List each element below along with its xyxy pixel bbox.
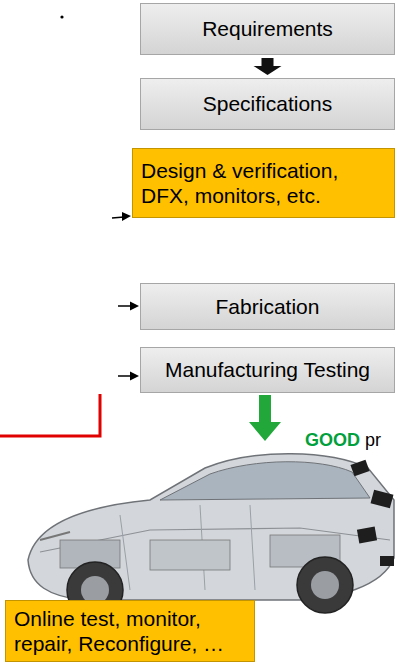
box-text: Fabrication xyxy=(141,294,394,319)
box-text: Specifications xyxy=(141,91,394,116)
box-text: Design & verification, DFX, monitors, et… xyxy=(141,158,386,208)
good-arrow xyxy=(249,395,281,441)
feedback-line xyxy=(0,394,100,436)
box-text: Requirements xyxy=(141,16,394,41)
label-group: GOODpr xyxy=(305,430,381,451)
status-label: GOOD xyxy=(305,430,360,451)
process-box: Requirements xyxy=(140,3,395,55)
status-label: pr xyxy=(365,430,381,451)
highlight-box: Design & verification, DFX, monitors, et… xyxy=(132,148,395,218)
flow-arrow xyxy=(254,58,282,75)
process-box: Fabrication xyxy=(140,283,395,330)
bullet-dot xyxy=(60,15,63,18)
process-box: Manufacturing Testing xyxy=(140,347,395,393)
incoming-arrows xyxy=(112,212,139,381)
highlight-box: Online test, monitor, repair, Reconfigur… xyxy=(5,600,255,662)
box-text: Manufacturing Testing xyxy=(141,357,394,382)
chip-icons xyxy=(350,460,394,566)
box-text: Online test, monitor, repair, Reconfigur… xyxy=(14,606,246,656)
car-illustration xyxy=(28,454,394,618)
process-box: Specifications xyxy=(140,78,395,130)
